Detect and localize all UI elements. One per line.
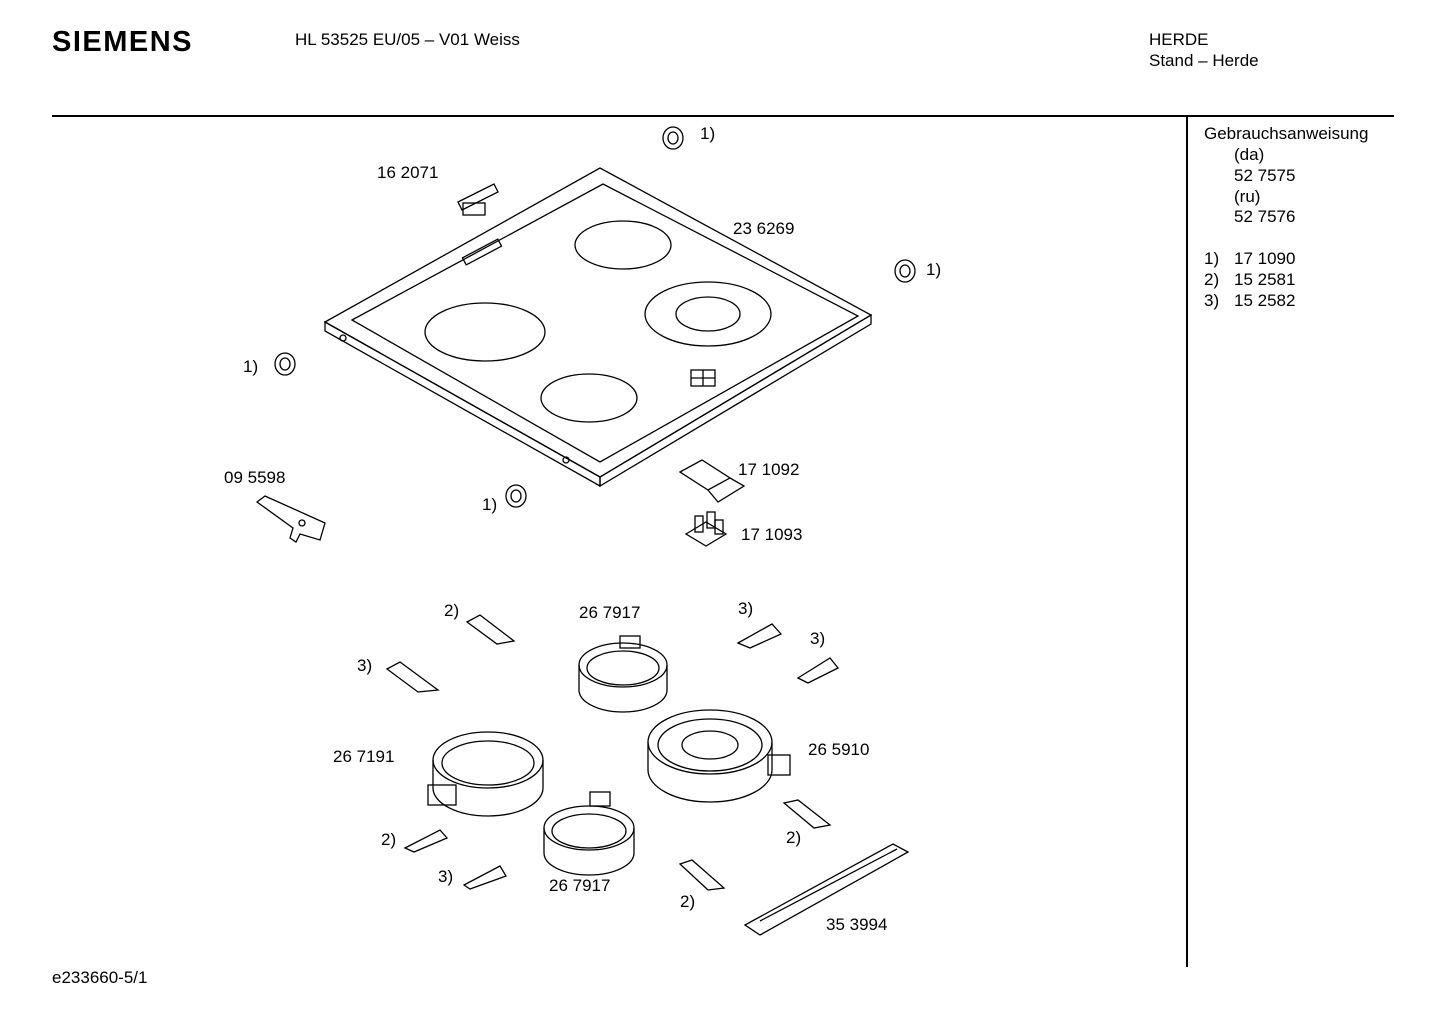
clip-095598-drawing bbox=[255, 495, 326, 543]
clip-callout: 3) bbox=[357, 656, 373, 675]
bush-callout: 1) bbox=[700, 124, 716, 143]
part-label-162071: 16 2071 bbox=[377, 163, 439, 182]
heater-small-drawing bbox=[543, 791, 635, 876]
trim-part-drawing bbox=[457, 183, 499, 216]
part-label-353994: 35 3994 bbox=[826, 915, 888, 934]
footnote-number: 15 2581 bbox=[1234, 270, 1296, 289]
category-title: HERDE bbox=[1149, 30, 1209, 49]
fixing-clips-drawing bbox=[385, 614, 840, 891]
part-label-236269: 23 6269 bbox=[733, 219, 795, 238]
drawing-code: e233660-5/1 bbox=[52, 968, 148, 987]
exploded-view-diagram bbox=[255, 126, 916, 936]
part-label-267917-small: 26 7917 bbox=[549, 876, 611, 895]
clip-callout: 2) bbox=[444, 601, 460, 620]
clip-callout: 2) bbox=[680, 892, 696, 911]
manual-number: 52 7576 bbox=[1234, 207, 1296, 226]
footnote-marker: 2) bbox=[1204, 270, 1220, 289]
model-title: HL 53525 EU/05 – V01 Weiss bbox=[295, 30, 520, 49]
footnote-marker: 3) bbox=[1204, 291, 1220, 310]
part-label-267917: 26 7917 bbox=[579, 603, 641, 622]
clip-callout: 2) bbox=[786, 828, 802, 847]
clip-callout: 2) bbox=[381, 830, 397, 849]
heater-dual-drawing bbox=[647, 709, 791, 803]
brand-logo: SIEMENS bbox=[52, 26, 194, 58]
part-label-267191: 26 7191 bbox=[333, 747, 395, 766]
clip-callout: 3) bbox=[438, 867, 454, 886]
bush-drawings bbox=[274, 126, 916, 508]
bush-callout: 1) bbox=[482, 495, 498, 514]
mounting-rail-drawing bbox=[743, 843, 910, 936]
header-rule bbox=[52, 115, 1394, 117]
manual-lang: (da) bbox=[1234, 145, 1265, 164]
part-label-095598: 09 5598 bbox=[224, 468, 286, 487]
part-label-171093: 17 1093 bbox=[741, 525, 803, 544]
clip-callout: 3) bbox=[810, 629, 826, 648]
footnote-marker: 1) bbox=[1204, 249, 1220, 268]
bracket-drawing bbox=[678, 459, 746, 503]
footnote-number: 15 2582 bbox=[1234, 291, 1296, 310]
heater-rear-left-drawing bbox=[578, 635, 668, 713]
category-subtitle: Stand – Herde bbox=[1149, 51, 1259, 70]
heater-front-left-drawing bbox=[427, 731, 544, 817]
part-label-265910: 26 5910 bbox=[808, 740, 870, 759]
manual-title: Gebrauchsanweisung bbox=[1204, 124, 1369, 143]
manual-number: 52 7575 bbox=[1234, 166, 1296, 185]
footnote-number: 17 1090 bbox=[1234, 249, 1296, 268]
manual-lang: (ru) bbox=[1234, 187, 1261, 206]
terminal-block-drawing bbox=[684, 511, 728, 547]
sidebar-divider bbox=[1186, 117, 1188, 967]
bush-callout: 1) bbox=[243, 357, 259, 376]
bush-callout: 1) bbox=[926, 260, 942, 279]
clip-callout: 3) bbox=[738, 599, 754, 618]
ceramic-hob-drawing bbox=[323, 167, 873, 488]
part-label-171092: 17 1092 bbox=[738, 460, 800, 479]
